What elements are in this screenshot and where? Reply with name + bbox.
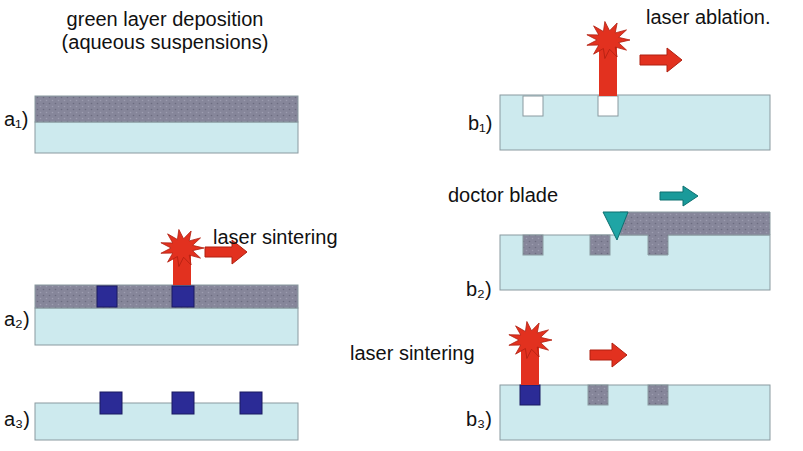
step-label: b₃) [466, 408, 492, 431]
step-label: a₂) [4, 308, 30, 331]
substrate [35, 308, 298, 345]
sintered-spot [100, 392, 122, 414]
filled-groove [590, 235, 610, 255]
process-label: doctor blade [448, 184, 558, 207]
filled-groove [648, 385, 668, 405]
green-layer [35, 96, 298, 122]
process-label: laser sintering [213, 226, 338, 249]
step-label: b₁) [468, 112, 493, 135]
substrate [35, 122, 298, 153]
laser-burst [509, 321, 552, 358]
sintered-spot [172, 286, 194, 307]
motion-arrow [640, 48, 682, 72]
substrate [500, 235, 770, 290]
step-caption: green layer deposition (aqueous suspensi… [40, 8, 290, 54]
step-label: a₃) [4, 408, 30, 431]
substrate [500, 95, 770, 150]
sintered-spot [172, 392, 194, 414]
sintered-spot [240, 392, 262, 414]
filled-groove [523, 235, 543, 255]
green-layer [620, 212, 770, 255]
motion-arrow [590, 343, 627, 367]
process-label: laser ablation. [646, 6, 771, 29]
laser-burst [161, 229, 204, 266]
sintered-spot [520, 385, 540, 405]
substrate [500, 385, 770, 440]
laser-burst [587, 21, 630, 58]
ablated-groove [523, 96, 543, 116]
step-label: a₁) [4, 108, 29, 131]
motion-arrow [660, 186, 698, 206]
process-label: laser sintering [350, 342, 475, 365]
sintered-spot [97, 286, 117, 307]
step-label: b₂) [466, 278, 492, 301]
ablated-groove [598, 96, 618, 116]
doctor-blade [603, 212, 628, 240]
green-layer [35, 285, 298, 308]
filled-groove [588, 385, 608, 405]
